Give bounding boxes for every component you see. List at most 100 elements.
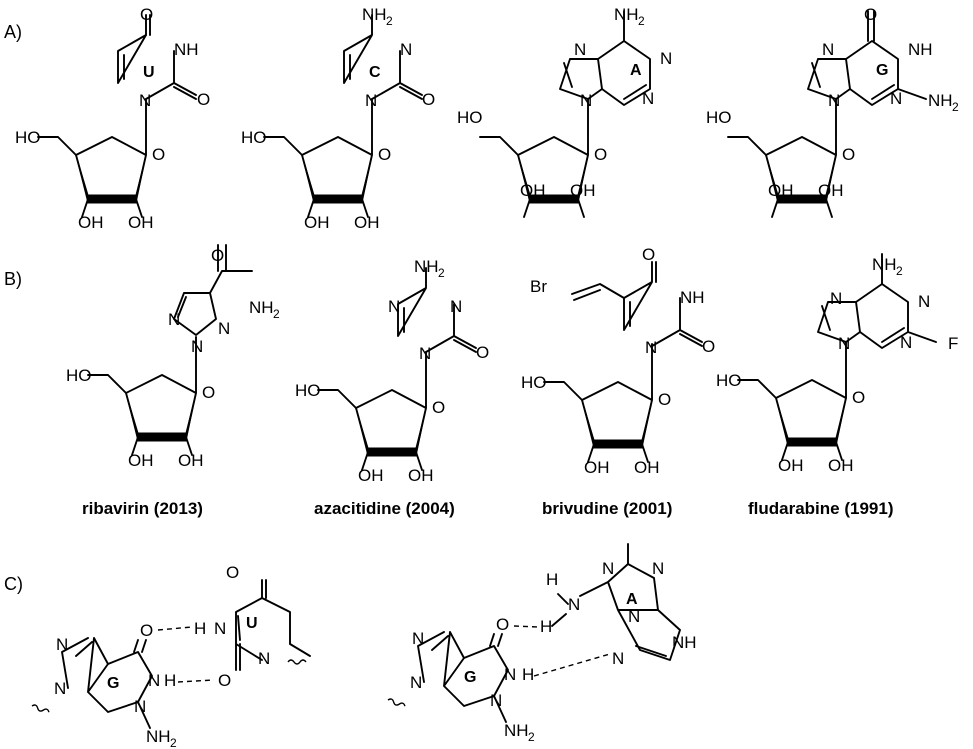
- svg-text:N: N: [602, 559, 614, 578]
- svg-text:NH: NH: [614, 5, 639, 24]
- svg-text:HO: HO: [241, 128, 267, 147]
- svg-text:N: N: [419, 344, 431, 363]
- azacitidine-structure: NH 2 N N O N HO OH OH O azacitidine (200…: [295, 257, 489, 518]
- svg-text:O: O: [594, 145, 607, 164]
- svg-text:N: N: [645, 338, 657, 357]
- svg-text:NH: NH: [362, 5, 387, 24]
- svg-text:N: N: [504, 665, 516, 684]
- svg-text:N: N: [580, 91, 592, 110]
- svg-text:HO: HO: [15, 128, 41, 147]
- svg-text:OH: OH: [768, 181, 794, 200]
- svg-text:N: N: [490, 691, 502, 710]
- svg-text:H: H: [164, 671, 176, 690]
- ribavirin-structure: O NH 2 N N N HO OH OH O ribavirin (2013): [66, 244, 280, 518]
- svg-text:OH: OH: [128, 451, 154, 470]
- svg-text:N: N: [410, 673, 422, 692]
- svg-text:N: N: [388, 297, 400, 316]
- svg-text:N: N: [628, 607, 640, 626]
- svg-text:N: N: [660, 49, 672, 68]
- svg-text:O: O: [140, 5, 153, 24]
- svg-text:OH: OH: [828, 456, 854, 475]
- svg-text:OH: OH: [818, 181, 844, 200]
- svg-text:OH: OH: [354, 213, 380, 232]
- svg-text:O: O: [496, 615, 509, 634]
- svg-text:N: N: [134, 697, 146, 716]
- pair-label-g1: G: [107, 675, 119, 692]
- svg-text:N: N: [148, 671, 160, 690]
- svg-text:N: N: [214, 619, 226, 638]
- svg-text:O: O: [226, 563, 239, 582]
- svg-text:N: N: [191, 337, 203, 356]
- panel-label-b: B): [4, 269, 22, 289]
- svg-text:Br: Br: [530, 277, 547, 296]
- svg-text:N: N: [838, 334, 850, 353]
- svg-text:OH: OH: [520, 181, 546, 200]
- svg-text:2: 2: [528, 730, 535, 744]
- svg-text:HO: HO: [706, 108, 732, 127]
- caption-fludarabine: fludarabine (1991): [748, 499, 894, 518]
- svg-text:NH: NH: [872, 255, 897, 274]
- svg-text:OH: OH: [78, 213, 104, 232]
- svg-text:OH: OH: [584, 458, 610, 477]
- svg-text:N: N: [612, 649, 624, 668]
- svg-text:OH: OH: [178, 451, 204, 470]
- svg-text:NH: NH: [672, 633, 697, 652]
- svg-text:H: H: [546, 570, 558, 589]
- svg-text:OH: OH: [304, 213, 330, 232]
- svg-text:N: N: [56, 635, 68, 654]
- svg-text:NH: NH: [174, 40, 199, 59]
- svg-text:OH: OH: [408, 466, 434, 485]
- svg-text:O: O: [842, 145, 855, 164]
- svg-text:O: O: [642, 245, 655, 264]
- base-label-a: A: [630, 62, 642, 79]
- svg-text:2: 2: [273, 307, 280, 321]
- svg-text:NH: NH: [146, 727, 171, 746]
- svg-text:2: 2: [896, 264, 903, 278]
- svg-text:N: N: [822, 40, 834, 59]
- svg-text:HO: HO: [295, 381, 321, 400]
- svg-text:H: H: [194, 619, 206, 638]
- svg-text:O: O: [864, 5, 877, 24]
- svg-text:N: N: [568, 595, 580, 614]
- svg-text:N: N: [139, 91, 151, 110]
- svg-text:NH: NH: [249, 298, 274, 317]
- svg-text:N: N: [412, 629, 424, 648]
- svg-text:NH: NH: [928, 91, 953, 110]
- svg-text:O: O: [202, 383, 215, 402]
- svg-text:O: O: [211, 246, 224, 265]
- svg-text:N: N: [218, 319, 230, 338]
- panel-label-c: C): [4, 574, 23, 594]
- svg-text:NH: NH: [504, 721, 529, 740]
- svg-text:HO: HO: [66, 366, 92, 385]
- svg-text:OH: OH: [128, 213, 154, 232]
- base-label-u: U: [143, 64, 155, 81]
- svg-text:N: N: [890, 89, 902, 108]
- svg-text:NH: NH: [908, 40, 933, 59]
- svg-text:N: N: [365, 91, 377, 110]
- svg-text:2: 2: [170, 736, 177, 749]
- svg-text:2: 2: [638, 14, 645, 28]
- pair-label-a: A: [626, 591, 638, 608]
- svg-text:N: N: [828, 91, 840, 110]
- svg-text:N: N: [574, 40, 586, 59]
- gu-base-pair: N N N N H O NH 2 G O N H N O U: [30, 563, 311, 749]
- svg-text:N: N: [900, 333, 912, 352]
- svg-text:OH: OH: [634, 458, 660, 477]
- svg-text:O: O: [140, 621, 153, 640]
- fludarabine-structure: NH 2 N N N F N HO OH OH O fludarabine (1…: [716, 253, 958, 518]
- guanosine-structure: O NH N N NH 2 N G HO OH OH O: [706, 5, 959, 218]
- svg-text:N: N: [400, 40, 412, 59]
- caption-azacitidine: azacitidine (2004): [314, 499, 455, 518]
- caption-ribavirin: ribavirin (2013): [82, 499, 203, 518]
- svg-text:O: O: [852, 388, 865, 407]
- svg-text:O: O: [702, 337, 715, 356]
- panel-label-a: A): [4, 22, 22, 42]
- caption-brivudine: brivudine (2001): [542, 499, 672, 518]
- svg-text:N: N: [258, 649, 270, 668]
- svg-text:H: H: [540, 617, 552, 636]
- cytidine-structure: NH 2 N O N C HO OH OH O: [241, 5, 435, 232]
- svg-text:N: N: [450, 297, 462, 316]
- svg-text:O: O: [658, 390, 671, 409]
- svg-text:HO: HO: [716, 371, 742, 390]
